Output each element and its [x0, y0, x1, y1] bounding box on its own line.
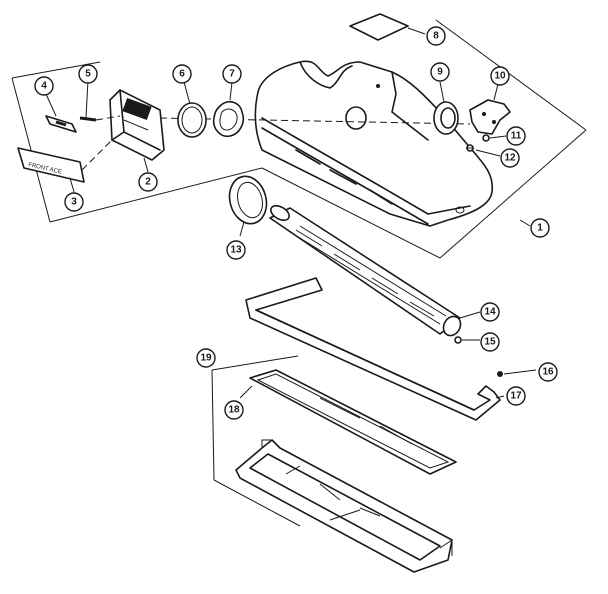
assembly-19-bracket [211, 355, 301, 527]
callout-3: 3 [64, 192, 84, 212]
assembly-1-bracket [11, 19, 587, 259]
svg-text:18: 18 [228, 405, 240, 416]
part-9-bearing [433, 101, 459, 135]
part-12-screw [466, 144, 474, 152]
svg-text:7: 7 [229, 69, 235, 80]
part-2-switch-housing [109, 89, 165, 161]
leader-lines [45, 79, 537, 399]
part-7-gasket [212, 100, 245, 138]
part-3-decal: FRONT ACE [17, 139, 113, 183]
svg-text:9: 9 [437, 67, 443, 78]
svg-text:15: 15 [484, 337, 496, 348]
bottom-plate [235, 439, 453, 573]
callout-9: 9 [430, 62, 450, 82]
part-17-bumper [245, 277, 501, 421]
part-16-pin [497, 371, 503, 377]
callout-7: 7 [222, 64, 242, 84]
svg-text:10: 10 [494, 71, 506, 82]
callout-12: 12 [500, 148, 520, 168]
svg-text:19: 19 [200, 353, 212, 364]
callout-4: 4 [34, 76, 54, 96]
svg-text:13: 13 [230, 245, 242, 256]
assembly-axis [159, 117, 471, 125]
part-8-label-plate [349, 13, 426, 41]
part-5-pin [79, 115, 121, 122]
part-6-ring [177, 102, 207, 138]
callout-11: 11 [506, 126, 526, 146]
svg-text:12: 12 [504, 153, 516, 164]
svg-text:2: 2 [145, 177, 151, 188]
part-1-nozzle-housing [254, 60, 494, 227]
svg-text:17: 17 [510, 391, 522, 402]
callout-8: 8 [426, 26, 446, 46]
svg-text:3: 3 [71, 197, 77, 208]
svg-text:5: 5 [85, 69, 91, 80]
part-18-gasket-frame [249, 369, 457, 475]
callout-6: 6 [172, 64, 192, 84]
callout-10: 10 [490, 66, 510, 86]
callout-1: 1 [530, 218, 550, 238]
part-4-small-plate [45, 115, 77, 133]
svg-text:11: 11 [511, 131, 522, 142]
svg-text:16: 16 [542, 367, 554, 378]
part-15-end-cap [454, 336, 462, 344]
svg-text:14: 14 [484, 307, 496, 318]
callout-14: 14 [480, 302, 500, 322]
callout-16: 16 [538, 362, 558, 382]
part-10-lever [469, 99, 511, 135]
svg-text:1: 1 [537, 223, 543, 234]
svg-text:4: 4 [41, 81, 47, 92]
part-11-screw [482, 134, 490, 142]
callout-5: 5 [78, 64, 98, 84]
callout-2: 2 [138, 172, 158, 192]
callout-13: 13 [226, 240, 246, 260]
callout-18: 18 [224, 400, 244, 420]
svg-text:8: 8 [433, 31, 439, 42]
part-13-belt [228, 175, 268, 225]
callout-19: 19 [196, 348, 216, 368]
callout-17: 17 [506, 386, 526, 406]
callout-15: 15 [480, 332, 500, 352]
svg-text:6: 6 [179, 69, 185, 80]
